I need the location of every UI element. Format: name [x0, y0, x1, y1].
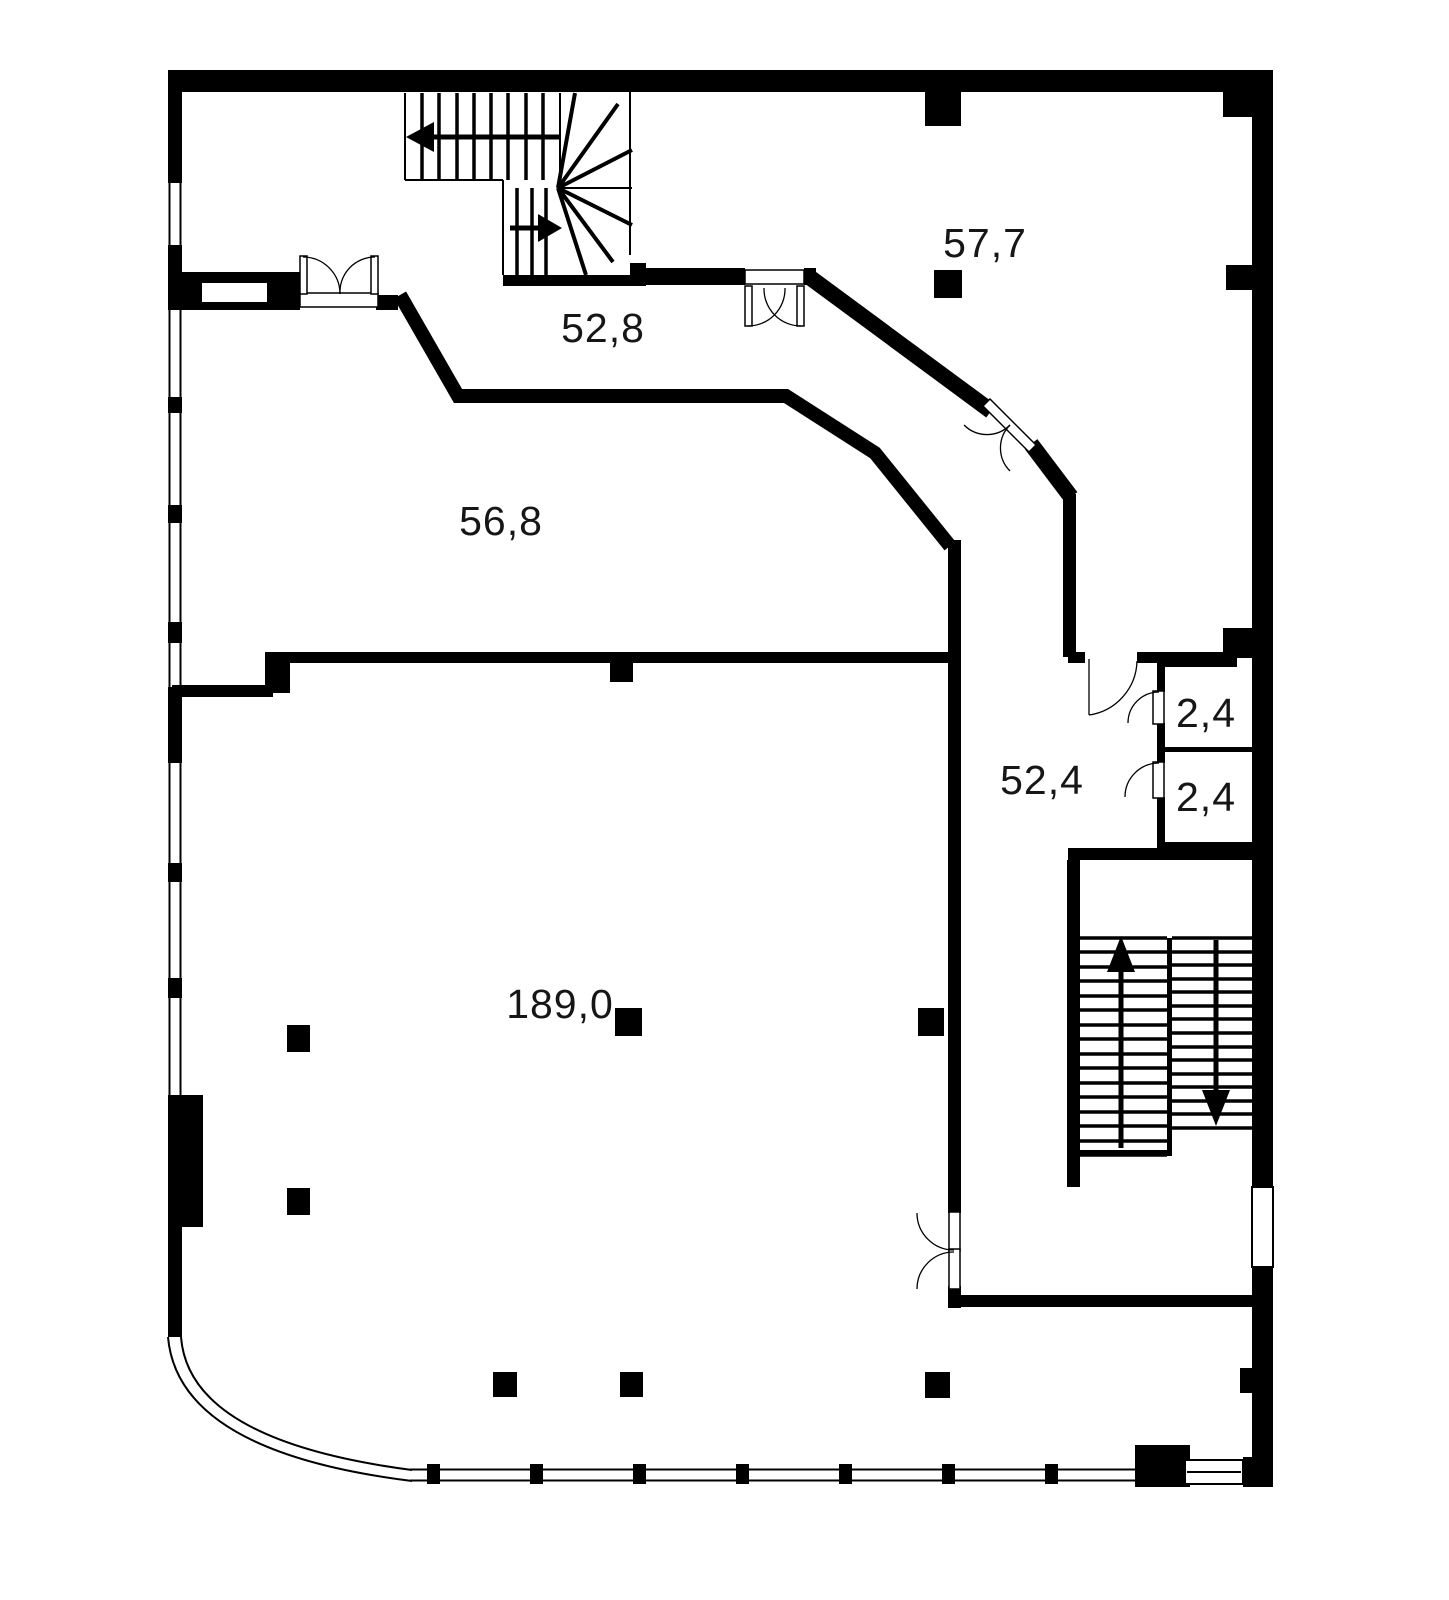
window-mullion	[168, 622, 182, 643]
column	[493, 1372, 517, 1397]
window-mullion	[1045, 1464, 1058, 1484]
window-mullion	[427, 1464, 440, 1484]
corner-block-bottom-right	[1243, 1457, 1273, 1487]
staircase-top	[404, 92, 646, 286]
window-mullion	[839, 1464, 852, 1484]
window-mullion	[168, 505, 182, 523]
column	[620, 1372, 643, 1397]
column	[1240, 1368, 1253, 1393]
window-mullion	[942, 1464, 955, 1484]
exterior-walls	[168, 70, 1273, 1487]
column	[1226, 265, 1252, 290]
window-right-wall	[1251, 1186, 1274, 1268]
column	[610, 663, 633, 682]
column	[925, 92, 961, 126]
column	[934, 270, 962, 298]
column	[615, 1008, 642, 1036]
double-door-bottom-corridor	[916, 1211, 961, 1290]
stair-arrow-up-icon	[1107, 936, 1135, 1148]
window-mullion	[168, 863, 182, 882]
column	[1223, 628, 1253, 658]
window-band-bottom	[410, 1464, 1190, 1484]
wall-left-segment	[168, 1227, 182, 1337]
window-mullion	[168, 397, 182, 413]
room-label-189-0: 189,0	[506, 981, 614, 1027]
wall-right-lower	[1252, 1267, 1273, 1487]
room-label-2-4-upper: 2,4	[1176, 690, 1236, 736]
room-label-56-8: 56,8	[459, 498, 543, 544]
column	[925, 1372, 950, 1398]
stair-stringer	[1167, 938, 1172, 1155]
window-mullion	[168, 978, 182, 998]
door-closet-lower	[1124, 761, 1165, 799]
interior-walls	[168, 268, 1254, 1308]
wall-left-segment	[168, 687, 182, 763]
room-label-2-4-lower: 2,4	[1176, 774, 1236, 820]
window-mullion	[530, 1464, 543, 1484]
window-bottom-right	[1184, 1459, 1244, 1485]
column	[287, 1188, 310, 1215]
door-corridor-to-hall	[1088, 659, 1138, 716]
wall-right-upper	[1252, 92, 1273, 1187]
room-labels: 57,7 52,8 56,8 52,4 2,4 2,4 189,0	[459, 220, 1236, 1027]
double-door-top-left	[299, 255, 379, 308]
stair-arrow-right-icon	[510, 214, 562, 242]
double-door-diagonal	[963, 397, 1038, 472]
curved-glass-corner	[167, 1336, 413, 1482]
room-label-52-8: 52,8	[561, 305, 645, 351]
window-mullion	[736, 1464, 749, 1484]
pier-bottom	[1135, 1445, 1190, 1487]
window-mullion	[633, 1464, 646, 1484]
wall-left-segment	[168, 70, 182, 183]
wall-left-pilaster	[168, 1095, 203, 1227]
room-label-57-7: 57,7	[943, 220, 1027, 266]
column	[287, 1025, 310, 1052]
columns	[287, 92, 1253, 1398]
column	[918, 1008, 944, 1036]
room-label-52-4: 52,4	[1000, 757, 1084, 803]
double-door-corridor-top	[744, 269, 805, 327]
wall-top	[168, 70, 1273, 92]
stair-arrow-left-icon	[406, 122, 560, 152]
staircase-right	[1076, 936, 1252, 1157]
door-closet-upper	[1127, 690, 1165, 725]
stair-arrow-down-icon	[1202, 940, 1230, 1126]
